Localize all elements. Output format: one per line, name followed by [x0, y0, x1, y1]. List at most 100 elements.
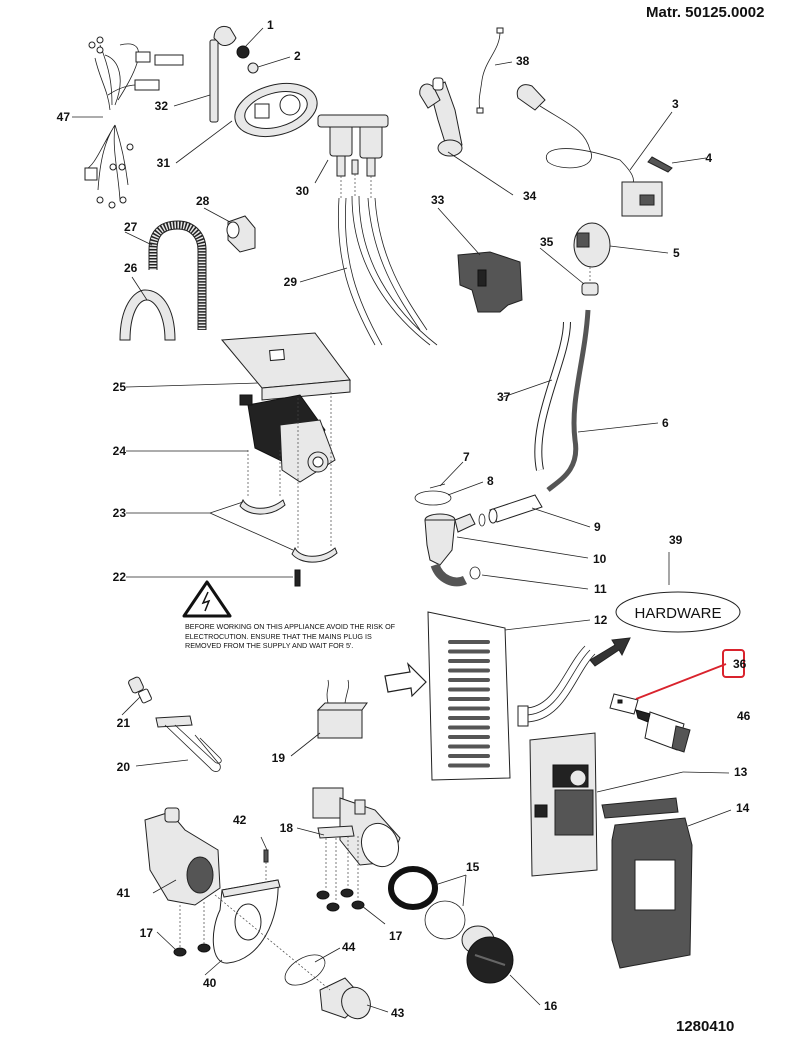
part-control-board — [529, 732, 598, 877]
part-inlet-hoses — [338, 174, 438, 346]
vent-slot — [448, 706, 490, 711]
callout-label-31[interactable]: 31 — [157, 156, 171, 170]
part-earth-wire — [476, 27, 504, 114]
callout-label-43[interactable]: 43 — [391, 1006, 405, 1020]
vent-slot — [448, 744, 490, 749]
callout-label-28[interactable]: 28 — [196, 194, 210, 208]
part-interface-module — [635, 709, 691, 753]
part-door-lock — [457, 251, 523, 313]
callout-label-24[interactable]: 24 — [113, 444, 127, 458]
callout-label-35[interactable]: 35 — [540, 235, 554, 249]
callout-label-46[interactable]: 46 — [737, 709, 751, 723]
highlight-leader-36 — [635, 663, 727, 700]
callout-label-41[interactable]: 41 — [117, 886, 131, 900]
callout-label-15[interactable]: 15 — [466, 860, 480, 874]
high-voltage-warning-icon — [182, 580, 232, 618]
part-ribbon-cable — [517, 645, 596, 727]
part-heating-element — [155, 715, 222, 772]
vent-slot — [448, 754, 490, 758]
callout-label-6[interactable]: 6 — [662, 416, 669, 430]
vent-slot — [448, 640, 490, 644]
callout-label-30[interactable]: 30 — [296, 184, 310, 198]
callout-label-42[interactable]: 42 — [233, 813, 247, 827]
callout-label-20[interactable]: 20 — [117, 760, 131, 774]
part-mains-cable — [516, 84, 663, 217]
callout-label-3[interactable]: 3 — [672, 97, 679, 111]
callout-label-2[interactable]: 2 — [294, 49, 301, 63]
part-hose-clamp — [469, 566, 481, 580]
part-filter — [319, 977, 371, 1020]
callout-label-26[interactable]: 26 — [124, 261, 138, 275]
part-motor-cover — [220, 332, 351, 401]
callout-label-38[interactable]: 38 — [516, 54, 530, 68]
part-dispenser-hose — [419, 77, 463, 157]
part-cable-clamp — [226, 215, 256, 253]
hardware-label: HARDWARE — [635, 605, 722, 622]
part-pump-feet-left — [173, 902, 211, 957]
part-pressure-hose — [546, 309, 591, 492]
callout-label-14[interactable]: 14 — [736, 801, 750, 815]
drawing-number: 1280410 — [676, 1018, 735, 1035]
part-filter-seal — [388, 866, 438, 910]
callout-label-18[interactable]: 18 — [280, 821, 294, 835]
callout-label-16[interactable]: 16 — [544, 999, 558, 1013]
callout-label-25[interactable]: 25 — [113, 380, 127, 394]
part-motor-bracket-1 — [239, 498, 286, 515]
part-drain-hose — [148, 220, 207, 330]
callout-label-11[interactable]: 11 — [594, 582, 607, 596]
callout-label-19[interactable]: 19 — [272, 751, 286, 765]
part-motor-bracket-2 — [291, 546, 338, 563]
material-number: Matr. 50125.0002 — [646, 4, 765, 21]
hardware-ellipse — [615, 591, 741, 633]
vent-slot — [448, 763, 490, 768]
callout-label-21[interactable]: 21 — [117, 716, 131, 730]
part-ntc-sensor — [128, 676, 152, 704]
arrow-right-icon — [384, 662, 427, 698]
callout-label-39[interactable]: 39 — [669, 533, 683, 547]
callout-label-9[interactable]: 9 — [594, 520, 601, 534]
callout-label-40[interactable]: 40 — [203, 976, 217, 990]
callout-label-23[interactable]: 23 — [113, 506, 127, 520]
callout-label-17b[interactable]: 17 — [389, 929, 403, 943]
part-pump-body — [144, 807, 221, 906]
part-screw — [647, 156, 673, 173]
callout-label-10[interactable]: 10 — [593, 552, 607, 566]
callout-label-34[interactable]: 34 — [523, 189, 537, 203]
callout-label-5[interactable]: 5 — [673, 246, 680, 260]
callout-label-36[interactable]: 36 — [733, 657, 747, 671]
part-wiring-harness — [84, 36, 184, 209]
vent-slot — [448, 716, 490, 720]
part-pressure-switch — [573, 222, 611, 282]
part-seal-ring — [236, 45, 250, 59]
callout-label-13[interactable]: 13 — [734, 765, 748, 779]
warning-text: BEFORE WORKING ON THIS APPLIANCE AVOID T… — [185, 622, 396, 650]
part-filter-capacitor — [316, 679, 368, 739]
callout-label-7[interactable]: 7 — [463, 450, 470, 464]
callout-label-33[interactable]: 33 — [431, 193, 445, 207]
part-filter-gasket — [424, 900, 466, 940]
part-pump-bracket — [212, 879, 281, 964]
part-valve-gasket — [234, 83, 318, 137]
vent-slot — [448, 668, 490, 673]
callout-label-12[interactable]: 12 — [594, 613, 608, 627]
part-inlet-valve — [317, 114, 389, 177]
callout-label-17a[interactable]: 17 — [140, 926, 154, 940]
callout-label-44[interactable]: 44 — [342, 940, 356, 954]
part-bracket-screw — [263, 849, 269, 863]
callout-label-32[interactable]: 32 — [155, 99, 169, 113]
vent-slot — [448, 678, 490, 682]
callout-label-27[interactable]: 27 — [124, 220, 138, 234]
callout-label-8[interactable]: 8 — [487, 474, 494, 488]
callout-label-4[interactable]: 4 — [705, 151, 712, 165]
callout-label-37[interactable]: 37 — [497, 390, 511, 404]
part-drain-pump — [312, 787, 401, 868]
part-board-cover — [427, 611, 511, 781]
leader-lines — [72, 27, 732, 1013]
callout-label-22[interactable]: 22 — [113, 570, 127, 584]
vent-slot — [448, 687, 490, 692]
highlight-box-36[interactable] — [722, 649, 745, 678]
callout-label-47[interactable]: 47 — [57, 110, 71, 124]
callout-label-1[interactable]: 1 — [267, 18, 274, 32]
callout-label-29[interactable]: 29 — [284, 275, 298, 289]
